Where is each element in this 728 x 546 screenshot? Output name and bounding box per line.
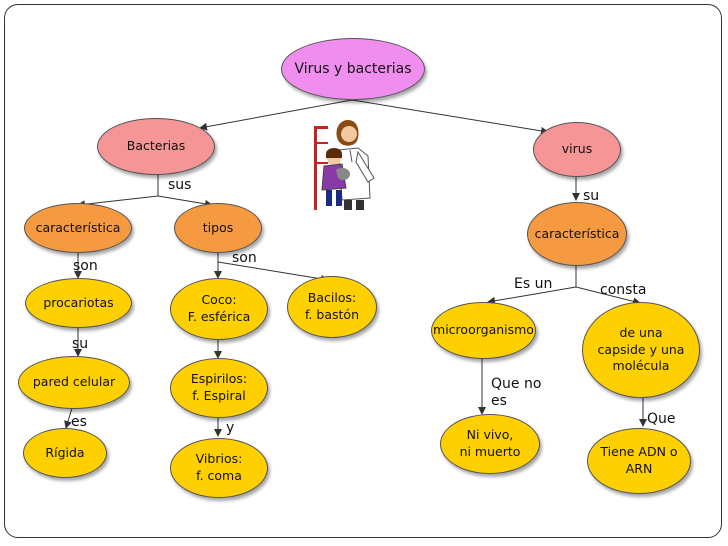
node-microorganismo: microorganismo	[431, 302, 536, 359]
link-label-son: son	[73, 258, 98, 274]
node-bacterias-caracteristica: característica	[24, 203, 132, 253]
node-tipos: tipos	[174, 203, 262, 253]
link-label-sus: sus	[168, 177, 192, 193]
node-coco: Coco: F. esférica	[170, 278, 268, 340]
node-adn-arn: Tiene ADN o ARN	[587, 428, 691, 494]
link-label-que-no-es: Que no es	[491, 376, 542, 409]
node-root: Virus y bacterias	[281, 38, 425, 100]
node-bacilos: Bacilos: f. bastón	[287, 276, 377, 338]
link-label-es: es	[71, 414, 87, 430]
node-vibrios: Vibrios: f. coma	[170, 438, 268, 498]
doctor-with-child-clipart	[314, 120, 375, 210]
link-label-son-tipos: son	[232, 250, 257, 266]
node-rigida: Rígida	[23, 428, 107, 478]
edge-caracteristica-microorganismo	[487, 286, 577, 305]
node-capside: de una capside y una molécula	[582, 302, 700, 398]
node-pared-celular: pared celular	[18, 356, 130, 409]
node-virus-caracteristica: característica	[527, 202, 627, 266]
edge-root-bacterias	[199, 99, 353, 131]
diagram-frame	[4, 4, 722, 538]
link-label-su-virus: su	[583, 188, 600, 204]
node-bacterias: Bacterias	[97, 118, 215, 175]
node-virus: virus	[533, 122, 621, 177]
edge-caracteristica-capside	[575, 286, 641, 306]
node-espirilos: Espirilos: f. Espiral	[170, 358, 268, 418]
link-label-que: Que	[647, 411, 676, 427]
edge-root-virus	[351, 99, 549, 135]
link-label-consta: consta	[600, 282, 647, 298]
link-label-es-un: Es un	[514, 276, 553, 292]
edge-tipos-bacilos	[217, 261, 329, 283]
edge-pared-rigida	[64, 407, 73, 429]
link-label-su: su	[72, 336, 89, 352]
link-label-y: y	[226, 420, 235, 436]
node-ni-vivo: Ni vivo, ni muerto	[440, 414, 540, 474]
node-procariotas: procariotas	[25, 278, 132, 328]
